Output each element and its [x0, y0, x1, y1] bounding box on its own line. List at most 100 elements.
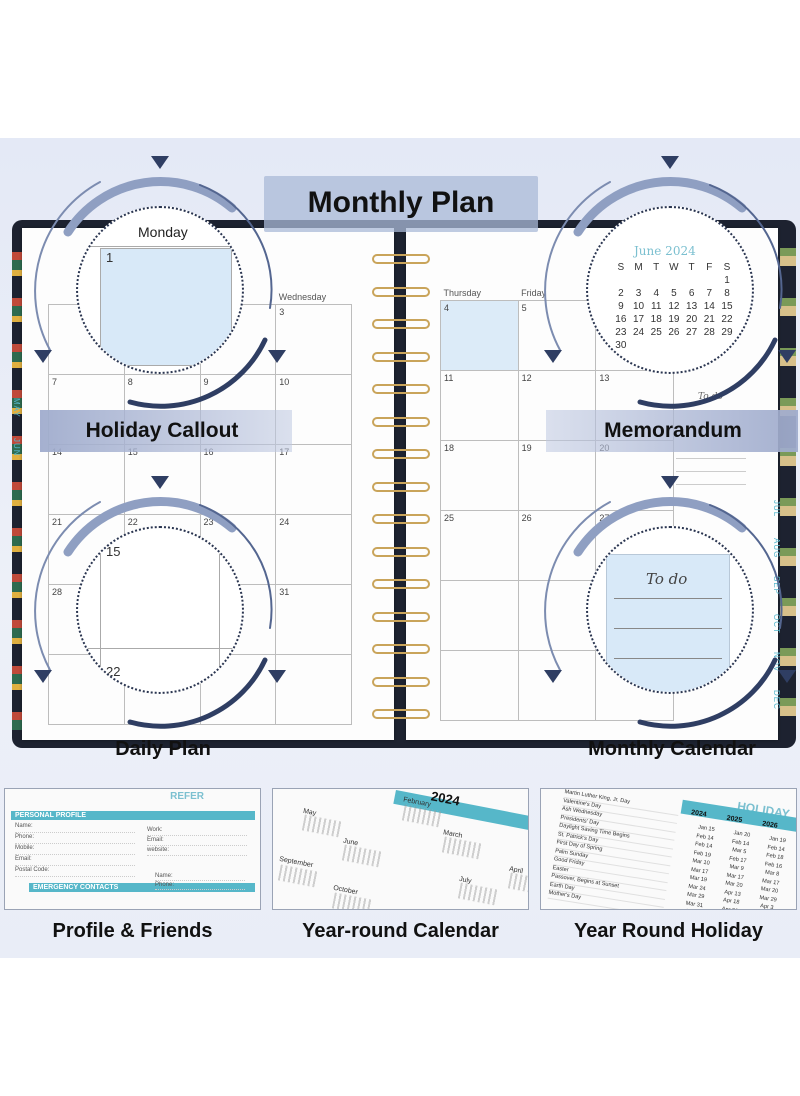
mini-day[interactable]: 12: [668, 301, 680, 312]
mini-day[interactable]: 27: [686, 327, 698, 338]
day-cell[interactable]: 17: [275, 444, 352, 515]
mini-day[interactable]: [665, 340, 683, 351]
month-tab[interactable]: SEP: [772, 576, 781, 596]
spiral-ring: [372, 481, 430, 492]
spiral-ring: [372, 416, 430, 427]
mini-day[interactable]: 16: [615, 314, 627, 325]
profile-field-label: Work:: [147, 827, 247, 836]
mini-day[interactable]: 26: [668, 327, 680, 338]
month-tab[interactable]: JUN: [12, 438, 21, 457]
profile-field-label: Email:: [147, 837, 247, 846]
day-cell[interactable]: [275, 654, 352, 725]
day-cell[interactable]: 31: [275, 584, 352, 655]
mini-day[interactable]: 6: [688, 288, 695, 299]
mini-day[interactable]: 22: [721, 314, 733, 325]
mini-day[interactable]: [647, 340, 665, 351]
mini-day[interactable]: 29: [721, 327, 733, 338]
mini-weekday: T: [653, 262, 660, 273]
mini-day[interactable]: 30: [615, 340, 627, 351]
mini-month-grid: [507, 872, 528, 896]
month-tab[interactable]: MAY: [12, 398, 21, 418]
weekday-header: Friday: [521, 288, 547, 298]
day-cell[interactable]: 11: [440, 370, 519, 441]
mini-day[interactable]: 19: [668, 314, 680, 325]
mini-day[interactable]: [665, 275, 683, 286]
mini-day[interactable]: 9: [618, 301, 624, 312]
memorandum-band: [546, 410, 798, 452]
month-tab[interactable]: DEC: [772, 690, 781, 710]
mini-day[interactable]: [647, 275, 665, 286]
mini-day[interactable]: 2: [618, 288, 624, 299]
title-band: [264, 176, 538, 232]
profile-field-label: Email:: [15, 856, 135, 866]
mini-day[interactable]: 24: [632, 327, 645, 338]
mini-day[interactable]: 17: [632, 314, 645, 325]
zoom-date: 22: [106, 664, 121, 679]
mini-day[interactable]: [683, 340, 701, 351]
mini-day[interactable]: 14: [703, 301, 715, 312]
mini-day[interactable]: 3: [635, 288, 642, 299]
month-tab[interactable]: JUL: [772, 500, 781, 518]
mini-day[interactable]: [630, 275, 648, 286]
mini-day[interactable]: [700, 340, 718, 351]
mini-day[interactable]: 23: [615, 327, 627, 338]
day-cell[interactable]: 24: [275, 514, 352, 585]
spiral-ring: [372, 254, 430, 264]
arrow-down-icon: [268, 670, 286, 683]
mini-day[interactable]: 10: [632, 301, 645, 312]
section-header: EMERGENCY CONTACTS: [29, 883, 255, 892]
mini-month-grid: [341, 844, 383, 868]
spiral-ring: [372, 319, 430, 329]
zoom-date: 2: [236, 250, 244, 265]
mini-day[interactable]: 20: [686, 314, 698, 325]
profile-field-label: Name:: [155, 873, 245, 881]
holiday-zoom-circle: Monday 1 2: [76, 206, 244, 374]
day-cell[interactable]: 25: [440, 510, 519, 581]
arrow-down-icon: [34, 670, 52, 683]
spiral-ring: [372, 676, 430, 687]
month-tab[interactable]: OCT: [772, 614, 781, 634]
mini-day[interactable]: 13: [686, 301, 698, 312]
mini-day[interactable]: [718, 340, 736, 351]
weekday-header: Thursday: [443, 288, 482, 298]
mini-day[interactable]: 11: [651, 301, 662, 312]
mini-month-grid: [441, 836, 483, 860]
arrow-down-icon: [778, 670, 796, 683]
zoom-date: 1: [106, 250, 114, 265]
holiday-band: [40, 410, 292, 452]
mini-day[interactable]: 15: [721, 301, 733, 312]
daily-zoom-circle: 15 22: [76, 526, 244, 694]
spiral-ring: [372, 709, 430, 719]
arrow-down-icon: [661, 476, 679, 489]
mini-day[interactable]: 18: [650, 314, 662, 325]
profile-field-label: Mobile:: [15, 845, 135, 855]
mini-weekday: S: [723, 262, 731, 273]
spiral-ring: [372, 384, 430, 394]
profile-field-label: Phone:: [15, 834, 135, 844]
mini-day[interactable]: [683, 275, 701, 286]
caption-holiday: Year Round Holiday: [574, 920, 763, 942]
day-cell[interactable]: 16: [199, 444, 277, 515]
month-tab[interactable]: AUG: [772, 538, 781, 559]
caption-profile: Profile & Friends: [52, 920, 213, 942]
profile-field-label: website:: [147, 847, 247, 856]
year-column-header: 2026: [761, 820, 779, 830]
profile-field-label: Postal Code:: [15, 867, 135, 877]
mini-day[interactable]: 4: [653, 288, 659, 299]
mini-day[interactable]: 28: [703, 327, 715, 338]
arrow-down-icon: [151, 156, 169, 169]
arc-daily: [34, 497, 273, 729]
mini-day[interactable]: [612, 275, 630, 286]
mini-day[interactable]: 7: [706, 288, 713, 299]
mini-day[interactable]: [700, 275, 718, 286]
day-cell[interactable]: 18: [440, 440, 519, 511]
mini-day[interactable]: 21: [703, 314, 715, 325]
mini-day[interactable]: [630, 340, 648, 351]
spiral-ring: [372, 351, 430, 362]
day-cell[interactable]: 4: [440, 300, 519, 371]
mini-day[interactable]: 25: [650, 327, 662, 338]
mini-day[interactable]: 1: [724, 275, 730, 286]
mini-day[interactable]: 8: [724, 288, 730, 299]
mini-day[interactable]: 5: [671, 288, 677, 299]
